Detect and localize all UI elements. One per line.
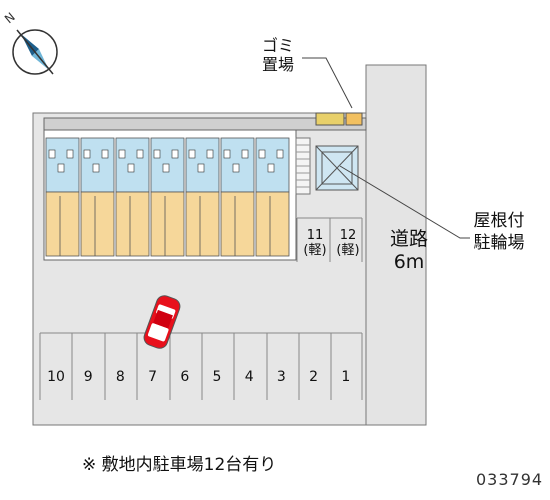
parking-stall-number: 5	[212, 369, 222, 385]
compass-rose-icon: N	[2, 10, 58, 75]
parking-stall-number: 6	[180, 369, 190, 385]
apartment-unit	[185, 137, 220, 257]
light-car-stall-type: (軽)	[303, 243, 327, 258]
light-car-stall-number: 11	[306, 228, 324, 243]
north-label: N	[2, 10, 18, 26]
bike-leader-line	[339, 165, 470, 239]
garbage-label-line1: ゴミ	[261, 36, 294, 55]
parking-stall-number: 9	[83, 369, 93, 385]
apartment-unit	[220, 137, 255, 257]
bike-shelter-inner	[321, 151, 353, 185]
road-width: 6m	[393, 251, 425, 273]
road-label: 道路 6m	[380, 228, 438, 274]
garbage-label: ゴミ 置場	[258, 36, 298, 74]
road-name: 道路	[389, 228, 428, 250]
parking-stall-number: 7	[148, 369, 158, 385]
parking-stall-number: 1	[341, 369, 351, 385]
light-car-stall-number: 12	[339, 228, 357, 243]
bike-shelter-label-line1: 屋根付	[473, 211, 525, 231]
garbage-label-line2: 置場	[261, 55, 294, 74]
map-code: 033794	[476, 470, 544, 489]
building-walkway	[43, 117, 367, 131]
apartment-unit	[45, 137, 80, 257]
light-car-stalls	[296, 217, 363, 262]
stair-steps	[296, 144, 310, 188]
light-car-stall: 12(軽)	[333, 228, 363, 258]
bike-shelter-label-line2: 駐輪場	[473, 233, 525, 253]
garbage-leader-line	[302, 57, 353, 109]
apartment-unit	[150, 137, 185, 257]
road	[365, 64, 427, 426]
light-car-stall: 11(軽)	[300, 228, 330, 258]
car-icon	[143, 295, 181, 349]
parking-stall-number: 2	[309, 369, 319, 385]
parking-stall-number: 10	[47, 369, 65, 385]
parking-stall-number: 3	[276, 369, 286, 385]
light-car-stall-type: (軽)	[336, 243, 360, 258]
garbage-box	[315, 112, 345, 126]
garbage-marker	[345, 112, 363, 126]
apartment-units	[45, 137, 290, 257]
bike-shelter-x2	[315, 145, 359, 191]
apartment-unit	[80, 137, 115, 257]
parking-note: ※ 敷地内駐車場12台有り	[82, 455, 277, 475]
parking-stall-number: 4	[244, 369, 254, 385]
bike-shelter-label: 屋根付 駐輪場	[458, 210, 540, 254]
apartment-unit	[115, 137, 150, 257]
apartment-unit	[255, 137, 290, 257]
parking-area	[39, 332, 363, 400]
parking-stall-number: 8	[115, 369, 125, 385]
